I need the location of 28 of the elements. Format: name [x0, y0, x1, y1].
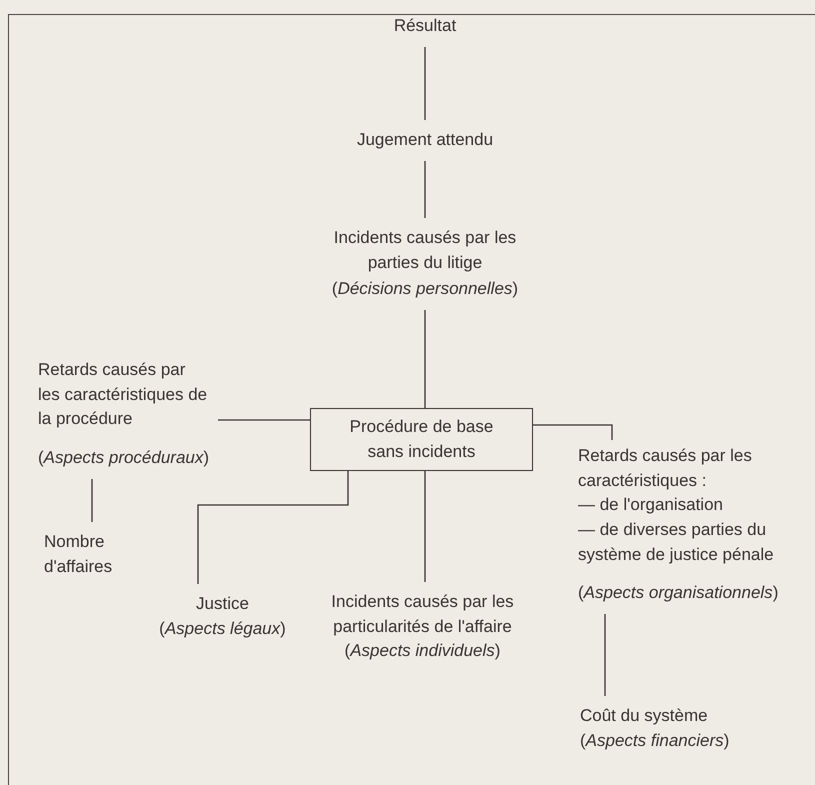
process-box: [310, 408, 533, 472]
connector-line: [424, 161, 426, 218]
aspect-label: (Aspects procéduraux): [38, 446, 210, 469]
aspect-label: (Aspects individuels): [344, 640, 502, 662]
connector-line: [424, 310, 426, 408]
node-text: Coût du système: [580, 705, 709, 727]
node-text: Justice: [195, 593, 250, 615]
aspect-label: (Aspects financiers): [580, 730, 730, 752]
aspect-label: (Aspects organisationnels): [578, 582, 780, 604]
node-text: Nombre d'affaires: [44, 531, 114, 578]
connector-line: [424, 47, 426, 120]
node-text: Retards causés par les caractéristiques de la procédure: [38, 359, 208, 430]
node-text: Retards causés par les caractéristiques :: [578, 445, 753, 492]
node-text: — de l'organisation: [578, 494, 724, 516]
node-text: Jugement attendu: [356, 129, 494, 151]
aspect-label: (Aspects légaux): [158, 618, 287, 640]
node-text: — de diverses parties du système de justice pénale: [578, 518, 775, 566]
connector-line: [197, 471, 349, 584]
node-text: Incidents causés par les parties du litige: [332, 227, 518, 274]
connector-line: [533, 424, 613, 440]
aspect-label: (Décisions personnelles): [330, 278, 520, 300]
connector-line: [218, 419, 310, 421]
connector-line: [91, 479, 93, 522]
node-text: Incidents causés par les particularités de l'affaire: [330, 591, 515, 638]
node-text: Résultat: [392, 15, 458, 37]
connector-line: [424, 471, 426, 582]
node-text: Procédure de base sans incidents: [348, 416, 494, 463]
connector-line: [604, 614, 606, 696]
